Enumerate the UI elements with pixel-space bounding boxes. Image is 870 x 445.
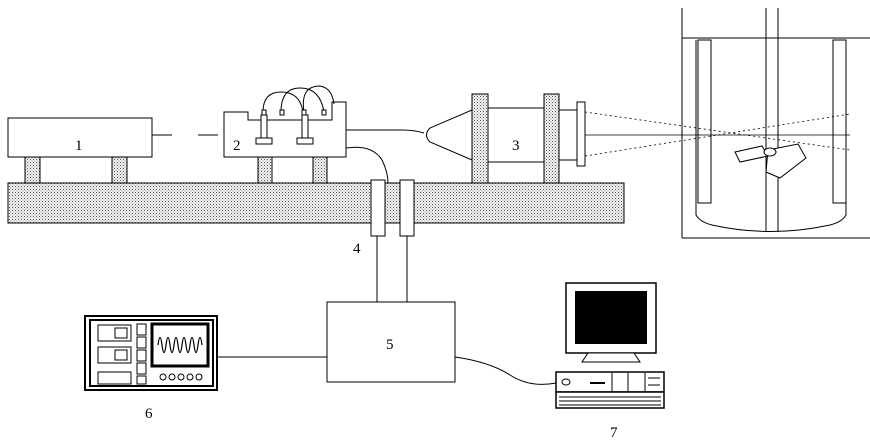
receive-fiber: [345, 146, 389, 184]
label-4: 4: [353, 241, 361, 257]
photodetectors: 4: [353, 179, 415, 302]
cable-computer: [454, 356, 557, 385]
optical-bench: [7, 182, 625, 224]
label-7: 7: [610, 425, 618, 441]
probe-head: 3: [426, 93, 586, 184]
monitor-icon: [565, 282, 657, 363]
impeller-icon: [734, 143, 807, 179]
label-3: 3: [512, 138, 520, 154]
label-6: 6: [145, 406, 153, 422]
optical-fiber: [346, 129, 425, 134]
label-5: 5: [386, 337, 394, 353]
signal-processor: 5: [326, 301, 456, 383]
label-1: 1: [75, 138, 83, 154]
transmitting-optics: 2: [223, 85, 347, 184]
oscilloscope: 6: [84, 315, 218, 422]
laser-beams: [584, 111, 851, 157]
sine-wave-icon: [157, 336, 203, 354]
stirred-tank: [681, 8, 870, 239]
computer: 7: [555, 282, 665, 441]
label-2: 2: [233, 138, 241, 154]
laser-unit: 1: [7, 117, 218, 184]
